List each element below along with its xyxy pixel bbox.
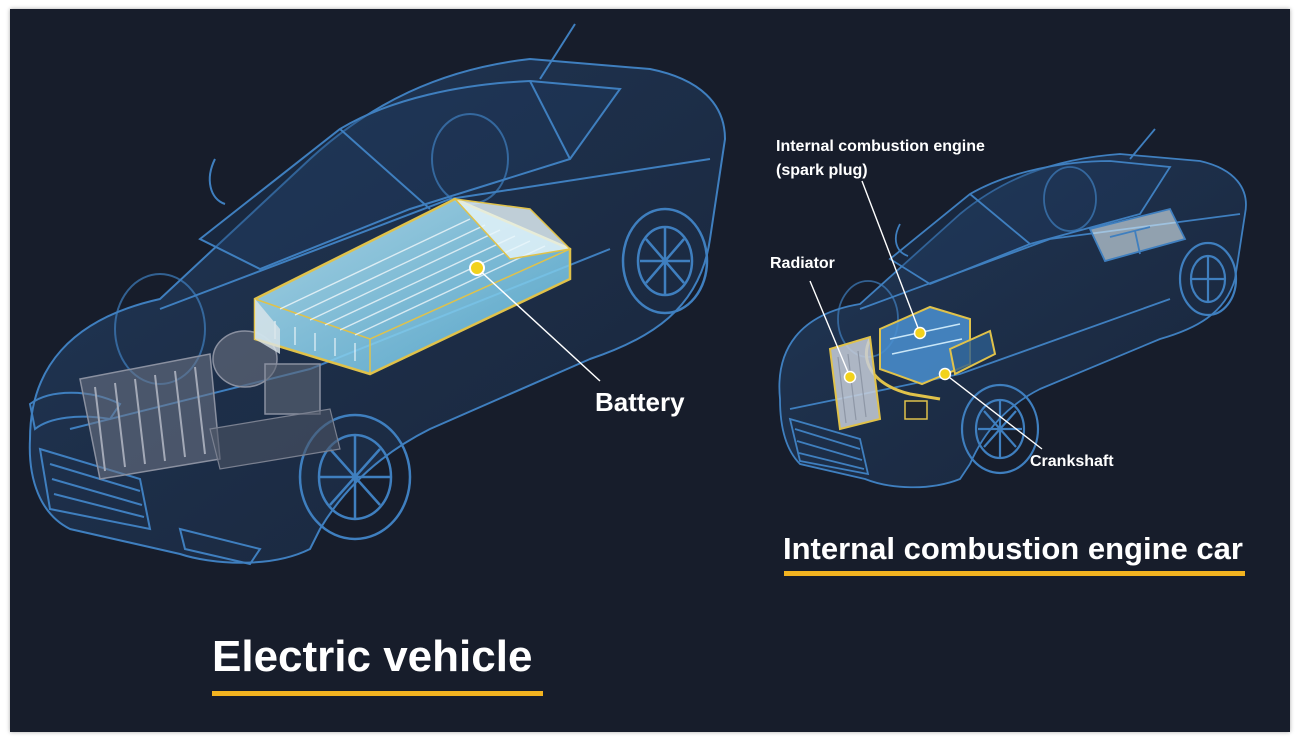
ev-battery-pack (253, 197, 572, 376)
ice-engine (864, 305, 997, 401)
ice-car-outline (778, 128, 1247, 489)
ice-car-title: Internal combustion engine car (783, 531, 1243, 566)
radiator-callout (809, 280, 857, 384)
ev-motor-area (79, 330, 341, 480)
battery-label: Battery (595, 387, 685, 417)
ev-title: Electric vehicle (212, 632, 533, 681)
ice-rear-wheel (1178, 241, 1238, 317)
ice-engine-label: Internal combustion engine (spark plug) (776, 135, 1056, 183)
ev-front-wheel (298, 413, 412, 541)
ice-front-wheel (960, 383, 1040, 475)
battery-callout (469, 260, 601, 382)
ice-engine-label-line1: Internal combustion engine (776, 138, 985, 155)
ice-car-title-underline (784, 571, 1245, 576)
crankshaft-callout (938, 367, 1043, 450)
ev-title-underline (212, 691, 543, 696)
car-illustrations (28, 23, 1247, 566)
ice-engine-callout (861, 180, 927, 340)
ice-engine-label-line2: (spark plug) (776, 162, 868, 179)
crankshaft-label: Crankshaft (1030, 453, 1114, 470)
radiator-label: Radiator (770, 255, 835, 272)
ev-rear-wheel (621, 207, 709, 315)
diagram-frame: Battery Internal combustion engine (spar… (10, 9, 1290, 732)
